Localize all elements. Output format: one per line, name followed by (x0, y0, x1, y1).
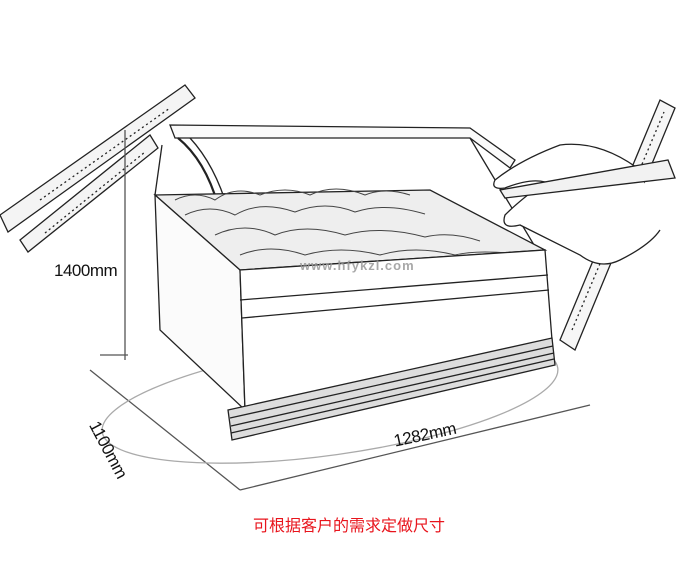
ruler-left (0, 84, 196, 253)
height-dimension-label: 1400mm (54, 261, 118, 280)
watermark: www.hfykzl.com (300, 258, 415, 273)
custom-size-caption: 可根据客户的需求定做尺寸 (253, 518, 446, 535)
